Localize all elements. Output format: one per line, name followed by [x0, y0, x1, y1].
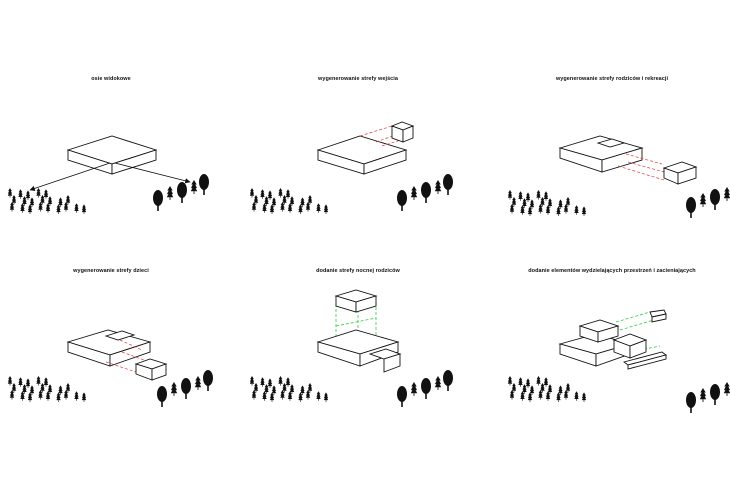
round-tree-icon — [397, 370, 453, 407]
entrance-link — [359, 125, 411, 147]
panel-2-diagram — [249, 121, 453, 215]
panel-4-caption: wygenerowanie strefy dzieci — [73, 268, 149, 274]
main-block — [66, 329, 152, 367]
side-block — [612, 333, 648, 359]
conifer-tree-icon — [249, 188, 329, 215]
round-tree-icon — [686, 187, 730, 218]
panel-3-caption: wygenerowanie strefy rodziców i rekreacj… — [555, 76, 669, 82]
round-tree-icon — [686, 382, 730, 413]
conifer-tree-icon — [249, 376, 329, 403]
screen-element — [622, 351, 668, 370]
panel-1-diagram — [7, 135, 209, 215]
conifer-tree-icon — [507, 376, 587, 403]
conifer-tree-icon — [7, 188, 87, 215]
conifer-tree-icon — [507, 190, 587, 217]
night-zone-link — [335, 302, 377, 350]
night-block — [578, 319, 620, 343]
round-tree-icon — [157, 370, 213, 407]
panel-1-caption: osie widokowe — [91, 76, 131, 82]
zone-link — [105, 339, 145, 373]
panel-4-diagram — [7, 329, 213, 407]
round-tree-icon — [153, 174, 209, 211]
panel-5-caption: dodanie strefy nocnej rodziców — [316, 268, 400, 274]
panel-6-caption: dodanie elementów wydzielających przestr… — [528, 268, 696, 274]
conifer-tree-icon — [7, 376, 87, 403]
panel-6-diagram — [507, 309, 730, 413]
night-block — [334, 289, 378, 313]
panel-5-diagram — [249, 289, 453, 407]
view-arrow-icon — [29, 162, 111, 192]
main-block — [66, 135, 158, 175]
round-tree-icon — [397, 174, 453, 211]
entrance-block — [390, 121, 415, 143]
main-block — [316, 135, 408, 175]
panel-3-diagram — [507, 135, 730, 218]
main-block — [558, 135, 644, 173]
view-arrow-icon — [114, 162, 191, 184]
recreation-block — [662, 161, 698, 185]
zone-link — [617, 153, 665, 181]
screen-element — [649, 309, 667, 323]
main-block — [316, 329, 402, 373]
children-block — [134, 358, 168, 381]
panel-2-caption: wygenerowanie strefy wejścia — [318, 76, 398, 82]
